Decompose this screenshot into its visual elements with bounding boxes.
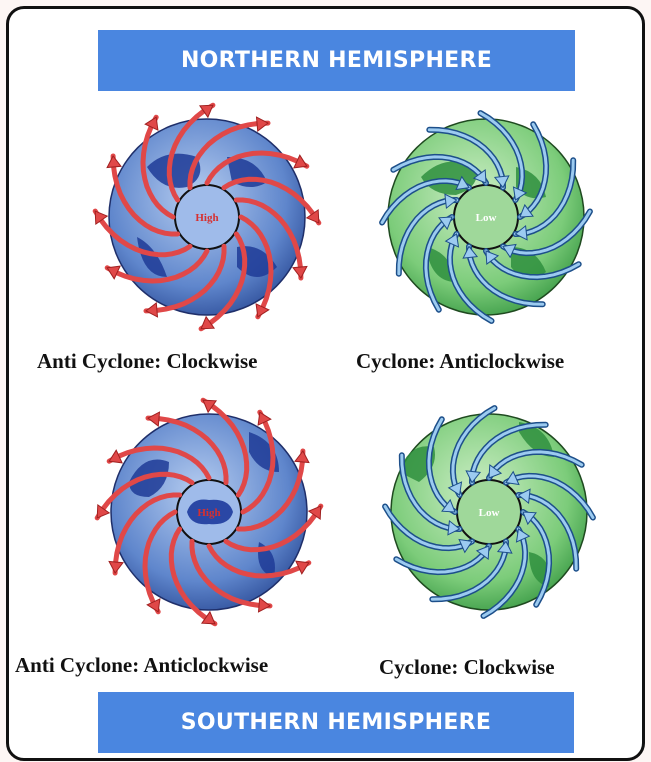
wind-arrow-head: [295, 451, 309, 463]
nh-cyclone-globe: Low: [366, 97, 606, 337]
nh-cyclone-graphic: Low: [366, 97, 606, 337]
sh-cyclone-globe: Low: [369, 392, 609, 632]
wind-arrow-head: [107, 156, 121, 168]
wind-arrow-head: [259, 598, 271, 612]
nh-cyclone-caption: Cyclone: Anticlockwise: [356, 349, 564, 374]
wind-arrow-head: [257, 117, 269, 131]
diagram-frame: NORTHERN HEMISPHERE High: [6, 6, 645, 761]
sh-anticyclone-graphic: High: [89, 392, 329, 632]
nh-anticyclone-caption: Anti Cyclone: Clockwise: [37, 349, 257, 374]
northern-hemisphere-banner: NORTHERN HEMISPHERE: [98, 30, 575, 91]
sh-anticyclone-globe: High: [89, 392, 329, 632]
sh-anticyclone-caption: Anti Cyclone: Anticlockwise: [15, 653, 268, 678]
center-label: High: [195, 212, 218, 224]
center-label: Low: [479, 507, 500, 519]
wind-arrow-head: [146, 303, 158, 317]
southern-hemisphere-banner: SOUTHERN HEMISPHERE: [98, 692, 574, 753]
wind-arrow-head: [293, 267, 307, 279]
wind-arrow-head: [148, 412, 160, 426]
nh-anticyclone-graphic: High: [87, 97, 327, 337]
center-label: Low: [476, 212, 497, 224]
nh-anticyclone-globe: High: [87, 97, 327, 337]
center-label: High: [197, 507, 220, 519]
sh-cyclone-caption: Cyclone: Clockwise: [379, 655, 555, 680]
wind-arrow-head: [109, 562, 123, 574]
sh-cyclone-graphic: Low: [369, 392, 609, 632]
